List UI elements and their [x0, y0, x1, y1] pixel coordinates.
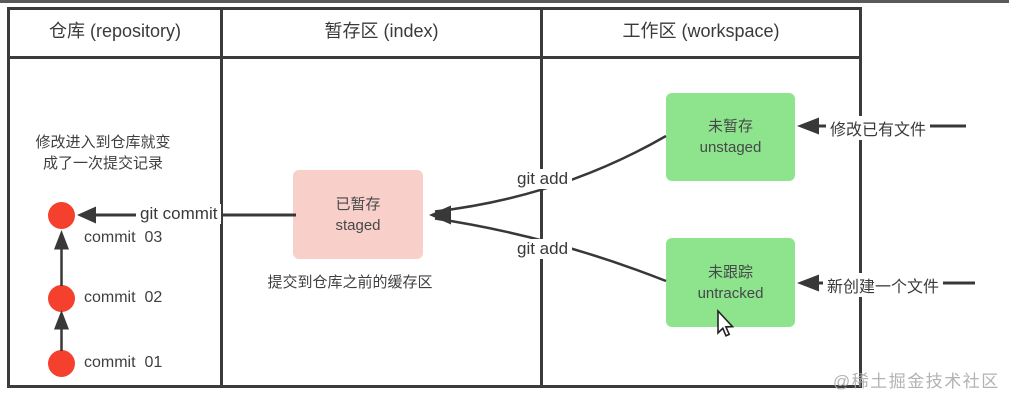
staged-box: 已暂存 staged: [293, 170, 423, 259]
git-add-label-upper: git add: [513, 169, 573, 189]
column-divider-repository-index: [220, 7, 223, 388]
commit-dot-03: [48, 202, 75, 229]
git-add-label-lower: git add: [513, 239, 573, 259]
commit-label-02: commit 02: [84, 289, 163, 306]
commit-dot-02: [48, 285, 75, 312]
table-header-divider: [7, 56, 862, 59]
table-frame: [7, 7, 862, 388]
create-new-file-label: 新创建一个文件: [823, 273, 944, 297]
top-edge-strip: [0, 0, 1009, 3]
commit-dot-01: [48, 350, 75, 377]
commit-label-01: commit 01: [84, 354, 163, 371]
column-header-workspace: 工作区 (workspace): [622, 21, 780, 41]
commit-label-03: commit 03: [84, 229, 163, 246]
git-commit-label: git commit: [136, 204, 222, 224]
column-header-index: 暂存区 (index): [324, 21, 439, 41]
unstaged-box: 未暂存 unstaged: [666, 93, 795, 181]
watermark: @稀土掘金技术社区: [833, 372, 1000, 391]
repository-note: 修改进入到仓库就变 成了一次提交记录: [35, 134, 171, 172]
untracked-box: 未跟踪 untracked: [666, 238, 795, 327]
column-header-repository: 仓库 (repository): [48, 21, 182, 41]
index-caption: 提交到仓库之前的缓存区: [267, 274, 433, 291]
column-divider-index-workspace: [540, 7, 543, 388]
modify-existing-file-label: 修改已有文件: [826, 116, 931, 140]
